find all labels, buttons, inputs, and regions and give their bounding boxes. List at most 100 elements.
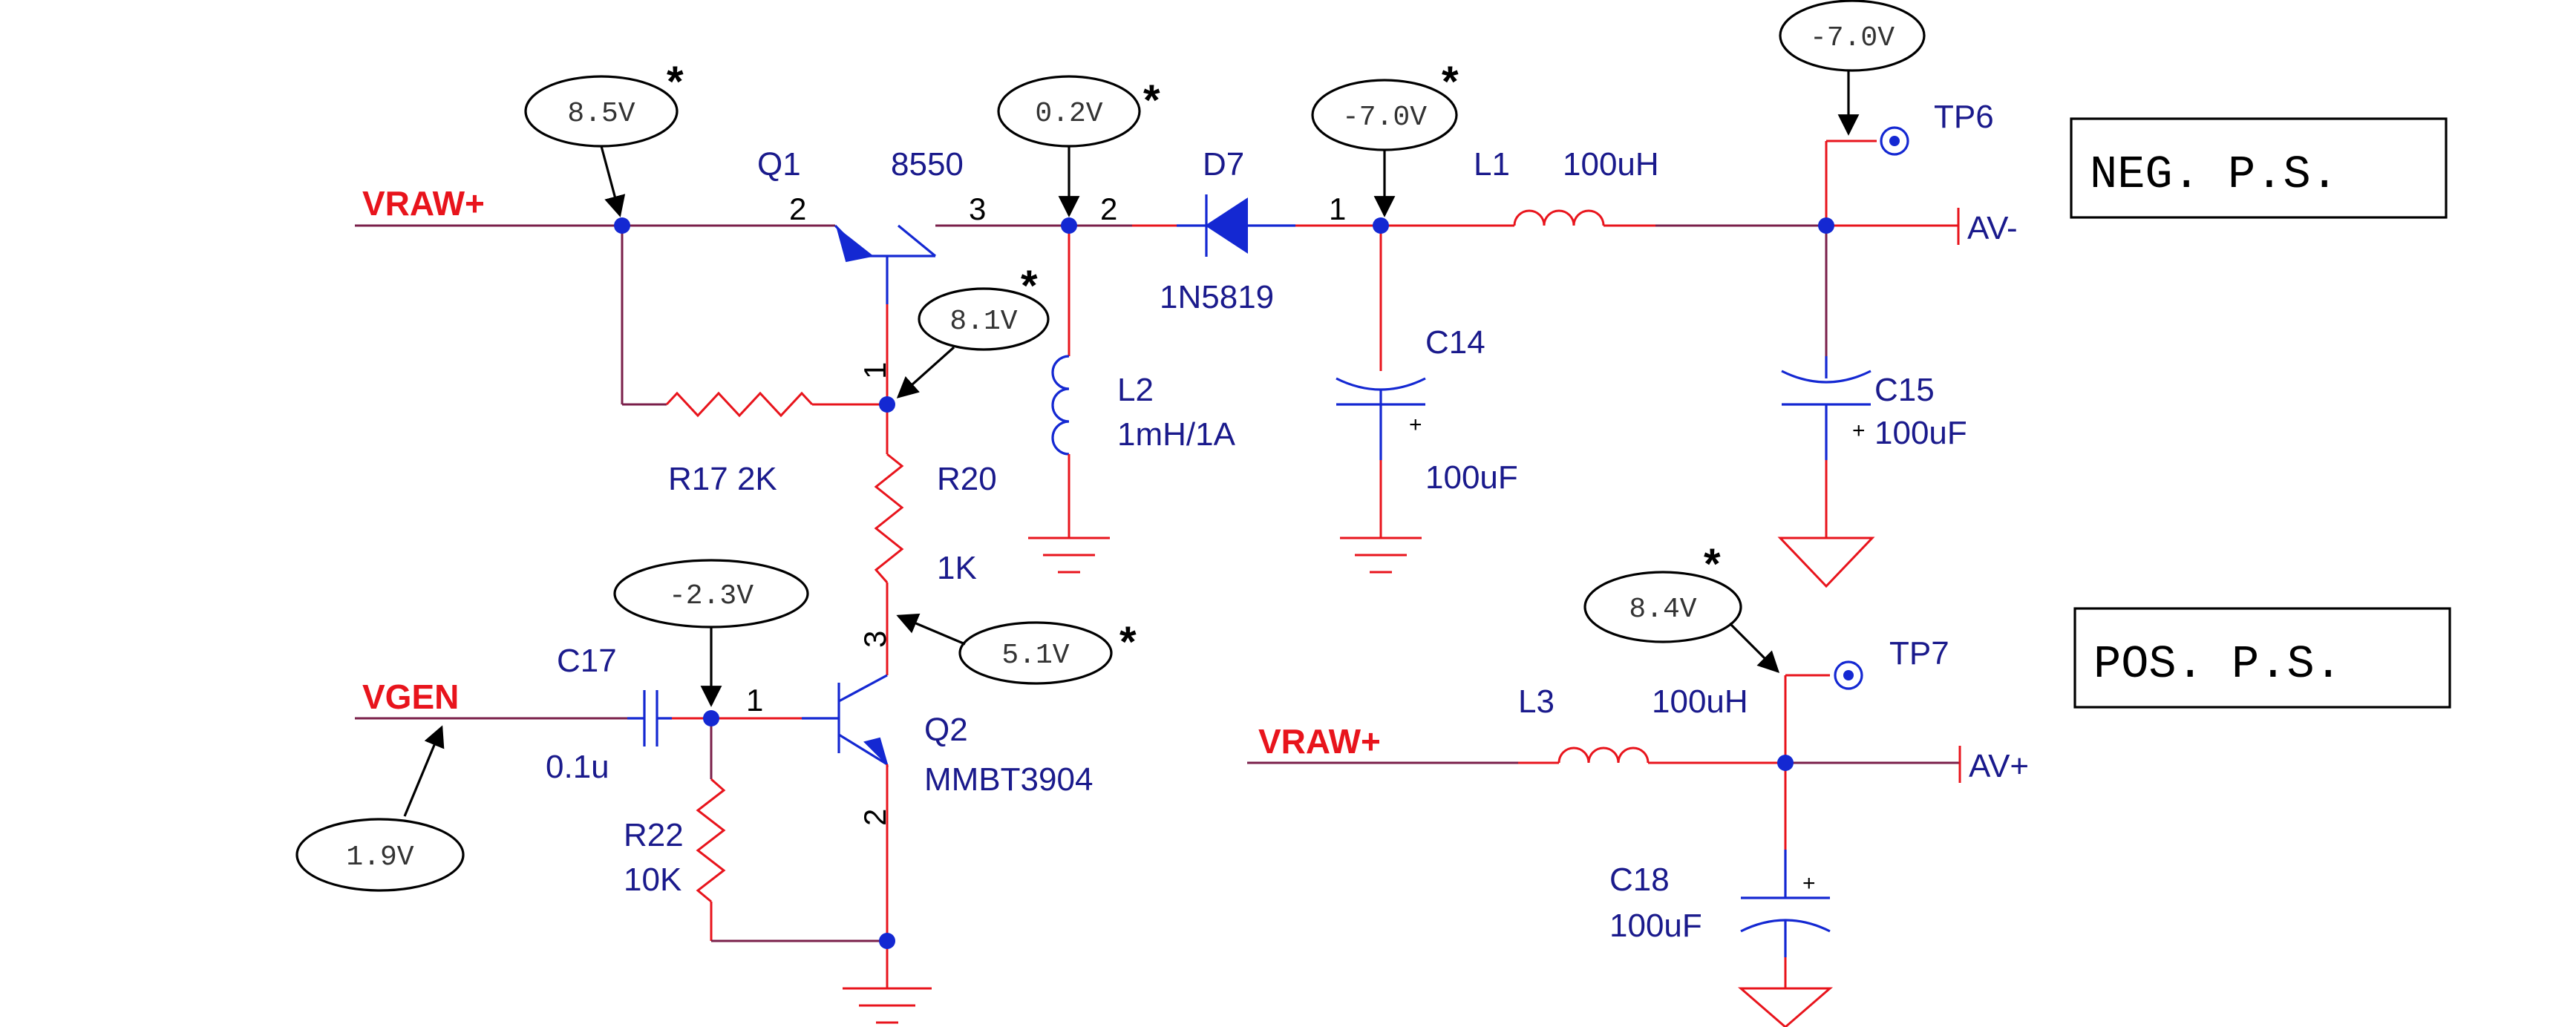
measurement-q2b-text: -2.3V (669, 580, 753, 612)
c17-ref: C17 (557, 643, 617, 679)
measurement-q1b-text: 8.1V (949, 306, 1017, 338)
q2-pin1: 1 (746, 683, 763, 718)
capacitor-c15 (1781, 356, 1871, 460)
resistor-r22 (696, 778, 726, 903)
d7-pin1: 1 (1329, 191, 1346, 226)
measurement-d7: -7.0V * (1311, 58, 1459, 217)
r20-ref: R20 (937, 461, 997, 497)
c18-value: 100uF (1609, 908, 1702, 944)
junction-vraw (614, 217, 630, 234)
star-icon: * (1704, 540, 1721, 588)
measurement-q2c-text: 5.1V (1001, 640, 1069, 672)
l2-value: 1mH/1A (1117, 416, 1236, 453)
inductor-l1 (1513, 209, 1605, 226)
net-label-vraw-top: VRAW+ (362, 184, 485, 223)
star-icon: * (1143, 76, 1160, 125)
r20-value: 1K (937, 550, 977, 586)
diode-d7 (1177, 194, 1295, 257)
star-icon: * (667, 58, 684, 106)
tp6-center-icon (1889, 136, 1900, 146)
junction-q2e (879, 933, 895, 949)
tp6-icon (1880, 126, 1909, 156)
pos-ps-box (2073, 607, 2451, 709)
l3-ref: L3 (1518, 683, 1555, 720)
l3-value: 100uH (1652, 683, 1748, 720)
c18-plus: + (1802, 871, 1816, 896)
l1-value: 100uH (1563, 146, 1659, 183)
l1-ref: L1 (1474, 146, 1510, 183)
q2-value: MMBT3904 (924, 761, 1093, 798)
junction-q2b (703, 710, 719, 726)
c14-ref: C14 (1425, 324, 1485, 361)
tp7-label: TP7 (1889, 635, 1949, 672)
c15-ref: C15 (1874, 372, 1935, 408)
capacitor-c14 (1336, 377, 1426, 460)
port-av-minus: AV- (1967, 210, 2018, 246)
transistor-q2 (837, 674, 889, 767)
l2-ref: L2 (1117, 372, 1154, 408)
c14-value: 100uF (1425, 459, 1518, 496)
measurement-tp6: -7.0V (1779, 0, 1926, 136)
ground-c18 (1737, 987, 1834, 1027)
star-icon: * (1442, 58, 1459, 106)
measurement-vgen: 1.9V (295, 725, 465, 892)
ground-c15 (1777, 537, 1875, 588)
measurement-tp6-text: -7.0V (1810, 22, 1895, 54)
inductor-l3 (1557, 747, 1650, 764)
measurement-q1c-text: 0.2V (1035, 98, 1102, 130)
neg-ps-box (2070, 117, 2448, 219)
measurement-q2b: -2.3V (613, 559, 809, 707)
c17-value: 0.1u (546, 749, 609, 785)
r22-value: 10K (624, 862, 681, 898)
q1-pin1: 1 (857, 362, 892, 379)
port-av-plus: AV+ (1969, 748, 2029, 784)
ground-c14 (1340, 534, 1422, 574)
measurement-d7-text: -7.0V (1342, 102, 1427, 134)
measurement-tp7-text: 8.4V (1629, 594, 1696, 626)
junction-q1c (1061, 217, 1077, 234)
pos-ps-label: POS. P.S. (2093, 638, 2342, 691)
star-icon: * (1119, 618, 1137, 666)
measurement-vraw: 8.5V * (524, 58, 684, 217)
tp6-label: TP6 (1934, 99, 1994, 135)
capacitor-c17 (627, 690, 672, 747)
junction-dots (614, 217, 1834, 949)
net-label-vgen: VGEN (362, 677, 459, 716)
resistor-r17 (665, 391, 814, 418)
c15-plus: + (1852, 419, 1866, 443)
d7-ref: D7 (1203, 146, 1244, 183)
star-icon: * (1021, 262, 1038, 310)
d7-pin2: 2 (1100, 191, 1117, 226)
q1-pin2: 2 (789, 191, 806, 226)
measurement-vgen-text: 1.9V (346, 841, 413, 873)
r17-label: R17 2K (668, 461, 777, 497)
transistor-q1 (834, 224, 937, 304)
measurement-q1c: 0.2V * (997, 75, 1160, 217)
d7-value: 1N5819 (1160, 279, 1274, 315)
q2-ref: Q2 (924, 712, 968, 748)
measurement-q2c: 5.1V * (896, 613, 1137, 685)
junction-d7 (1373, 217, 1389, 234)
r22-ref: R22 (624, 817, 684, 853)
c14-plus: + (1409, 413, 1422, 437)
ground-l2 (1028, 534, 1110, 574)
q2-pin3: 3 (857, 631, 892, 648)
junction-l1 (1818, 217, 1834, 234)
tp7-center-icon (1843, 670, 1854, 680)
q1-pin3: 3 (969, 191, 986, 226)
measurement-q1b: 8.1V * (896, 262, 1050, 398)
junction-l3 (1777, 755, 1794, 771)
inductor-l2 (1051, 355, 1070, 456)
capacitor-c18 (1740, 850, 1831, 957)
tp7-icon (1834, 660, 1863, 690)
measurement-vraw-text: 8.5V (567, 98, 635, 130)
c18-ref: C18 (1609, 862, 1670, 898)
neg-ps-label: NEG. P.S. (2090, 148, 2338, 201)
ground-q2 (843, 941, 932, 1024)
q2-pin2: 2 (857, 809, 892, 826)
measurement-tp7: 8.4V * (1583, 540, 1780, 674)
net-label-vraw-bottom: VRAW+ (1258, 722, 1381, 761)
junction-q1b (879, 396, 895, 413)
resistor-r20 (874, 453, 904, 583)
